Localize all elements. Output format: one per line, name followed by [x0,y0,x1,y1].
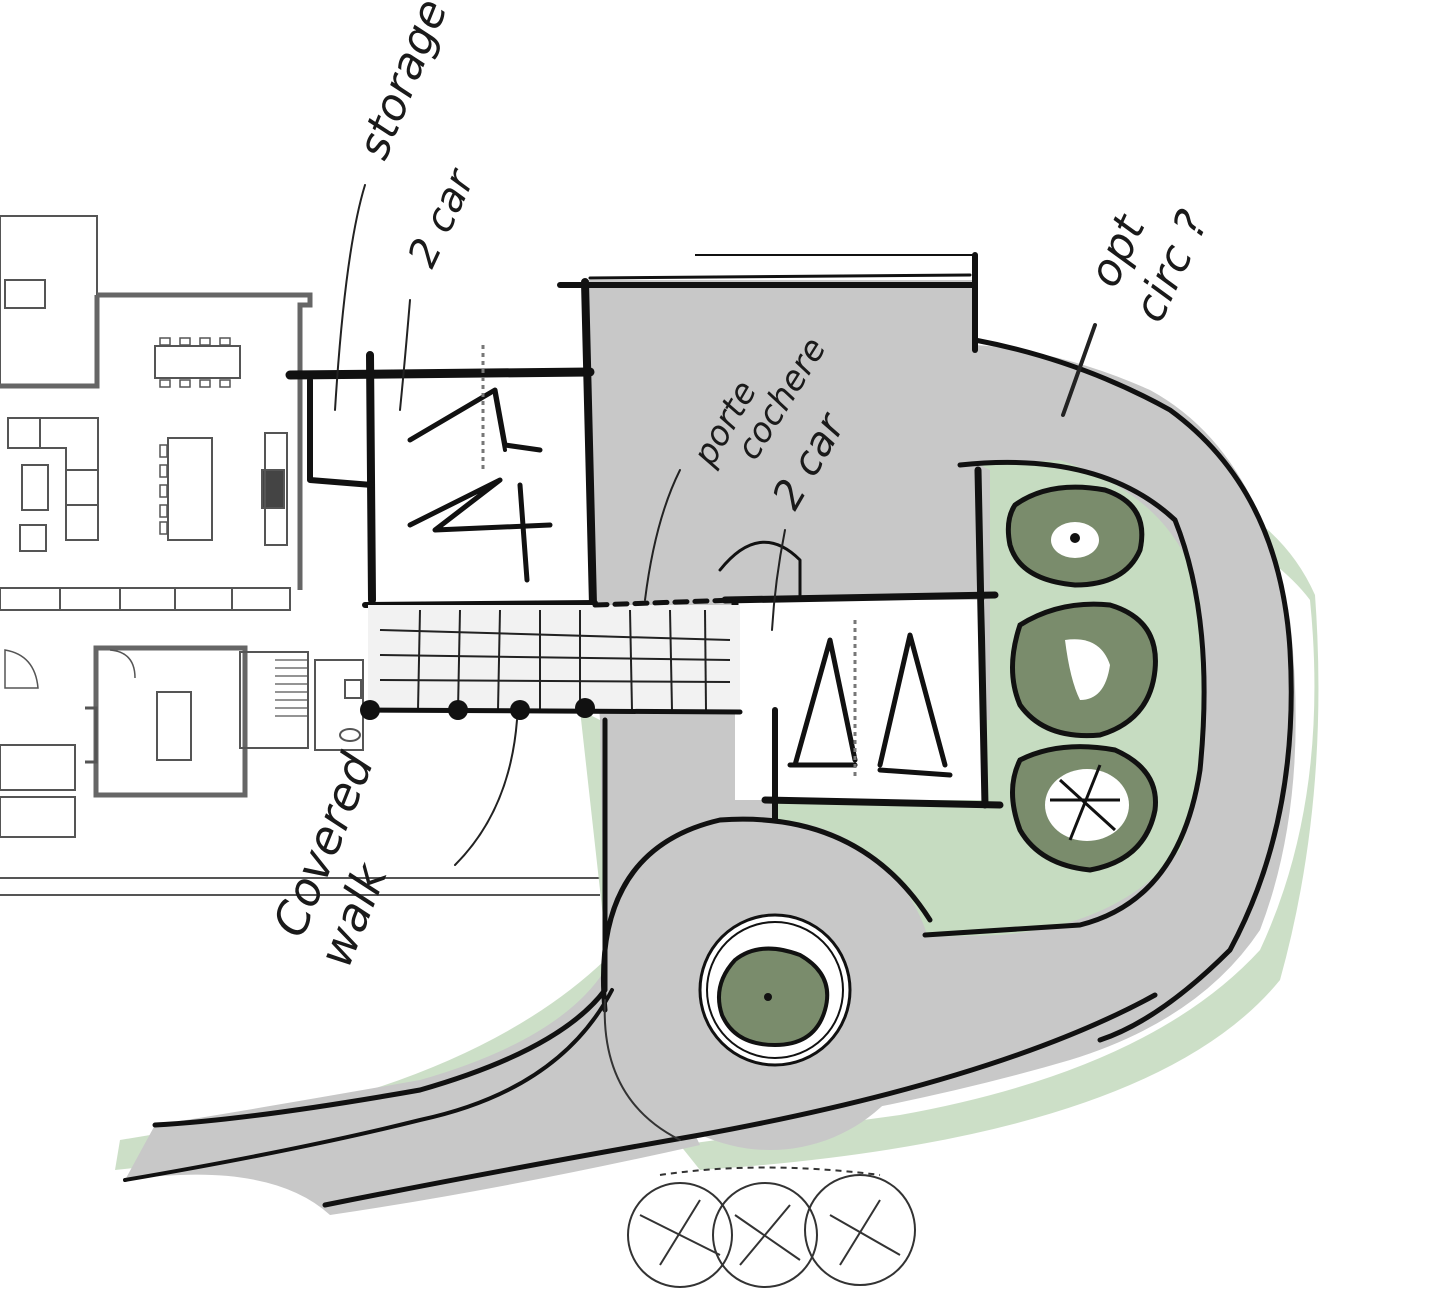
roundabout [600,816,935,1150]
label-storage: storage [348,0,458,166]
drive-edges [123,337,1294,1208]
entry-trees [627,1166,916,1288]
garage-right [718,459,1207,938]
car-symbol [407,477,553,533]
kitchen-island [167,437,213,541]
house-floor-plan [0,215,600,896]
island-tree [717,946,830,1048]
sofa [7,417,99,541]
leader-lines [334,184,1097,866]
garage-left [285,278,598,609]
car-symbol [787,637,858,768]
label-two-car-left: 2 car [399,161,485,274]
porte-cochere-block [557,252,978,353]
covered-walk [360,597,743,720]
lawn-left [115,710,610,1170]
car-symbol [877,632,953,778]
desk [156,691,192,761]
court-trees [1005,484,1158,873]
dining-table [154,345,241,379]
